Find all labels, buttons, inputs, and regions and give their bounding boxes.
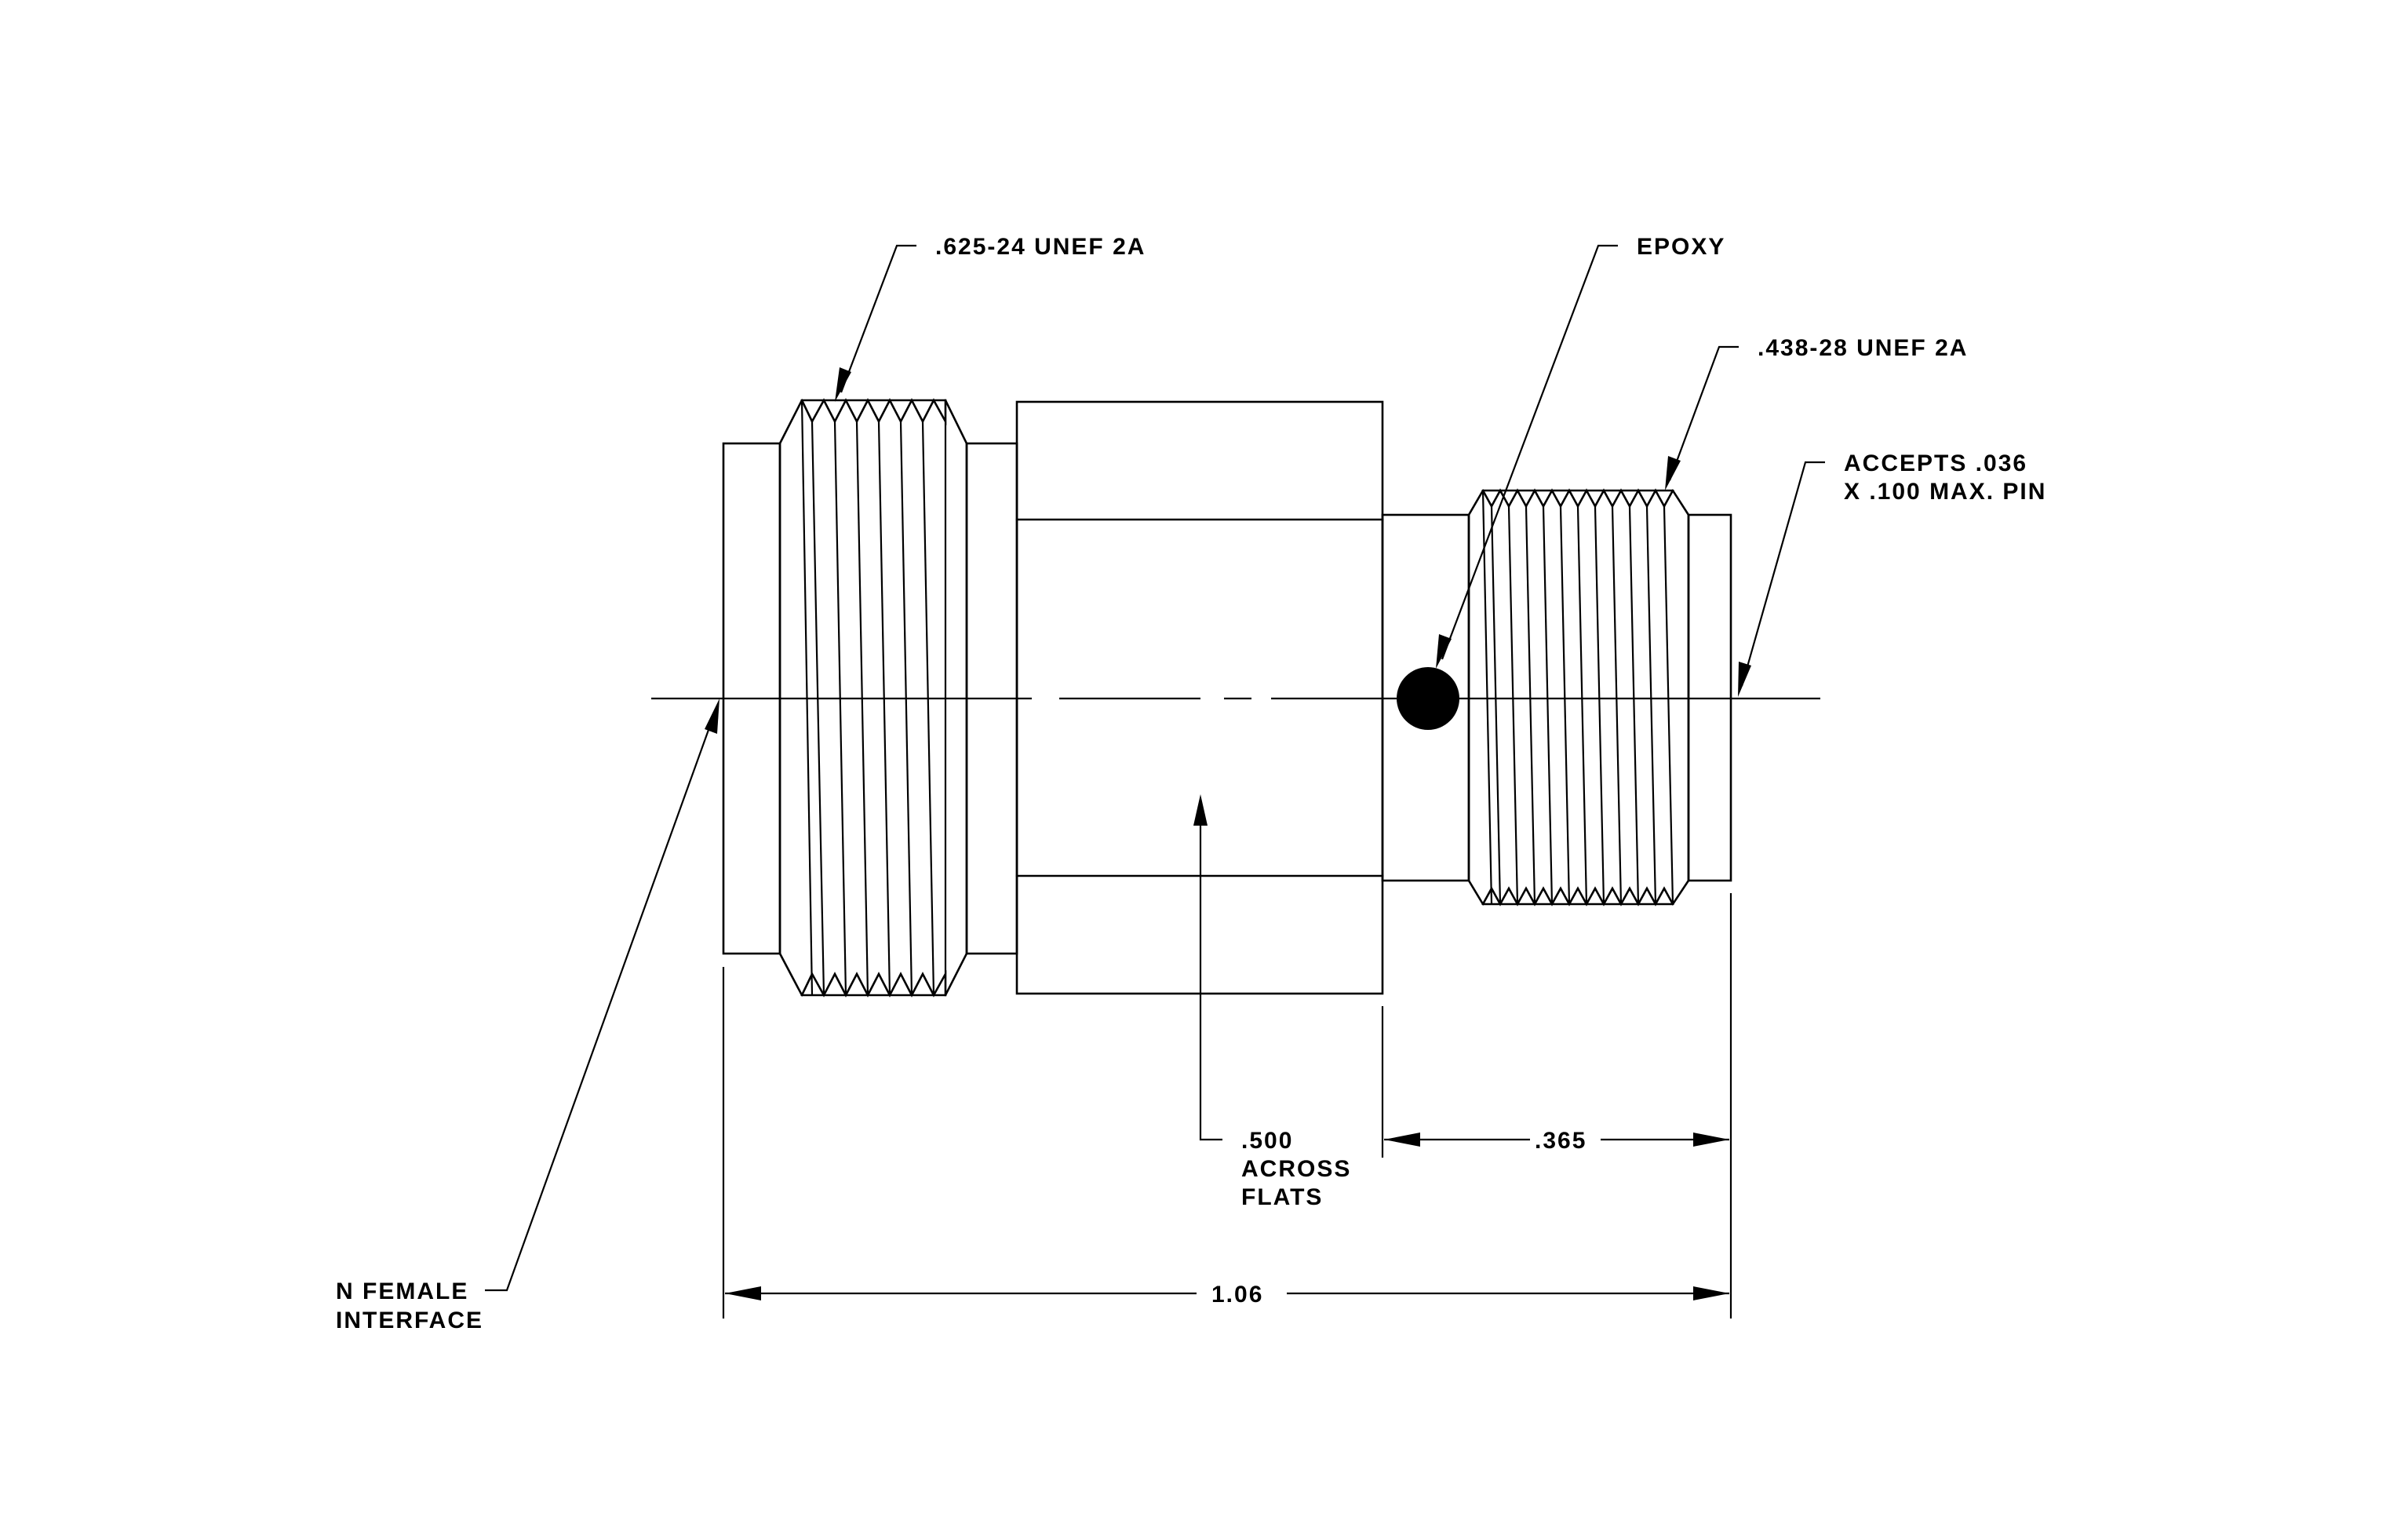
dim-overall-length (725, 1286, 1729, 1300)
leader-thread-left (835, 244, 916, 402)
label-interface-line2: INTERFACE (336, 1308, 483, 1333)
label-thread-right: .438-28 UNEF 2A (1758, 335, 1968, 361)
label-thread-left: .625-24 UNEF 2A (935, 234, 1146, 260)
dim-overall-length-value: 1.06 (1211, 1282, 1263, 1308)
epoxy-dot (1397, 667, 1459, 730)
label-epoxy: EPOXY (1637, 234, 1725, 260)
leader-flats (1193, 794, 1222, 1141)
left-thread-helix (800, 399, 947, 996)
label-accepts-line2: X .100 MAX. PIN (1844, 479, 2046, 505)
leader-thread-right (1665, 345, 1739, 491)
right-pin-end (1687, 513, 1732, 882)
right-thread-peaks (1481, 488, 1674, 906)
label-accepts-line1: ACCEPTS .036 (1844, 450, 2027, 476)
label-flats-line2: ACROSS (1241, 1156, 1351, 1182)
label-flats-line1: .500 (1241, 1128, 1293, 1154)
leader-accepts (1738, 461, 1825, 697)
dim-right-section (1384, 1133, 1729, 1147)
leader-interface (485, 698, 719, 1292)
right-thread-helix (1481, 490, 1674, 905)
label-flats-line3: FLATS (1241, 1184, 1323, 1210)
dim-right-section-value: .365 (1535, 1128, 1587, 1154)
leader-epoxy (1436, 244, 1618, 669)
label-interface-line1: N FEMALE (336, 1278, 468, 1304)
